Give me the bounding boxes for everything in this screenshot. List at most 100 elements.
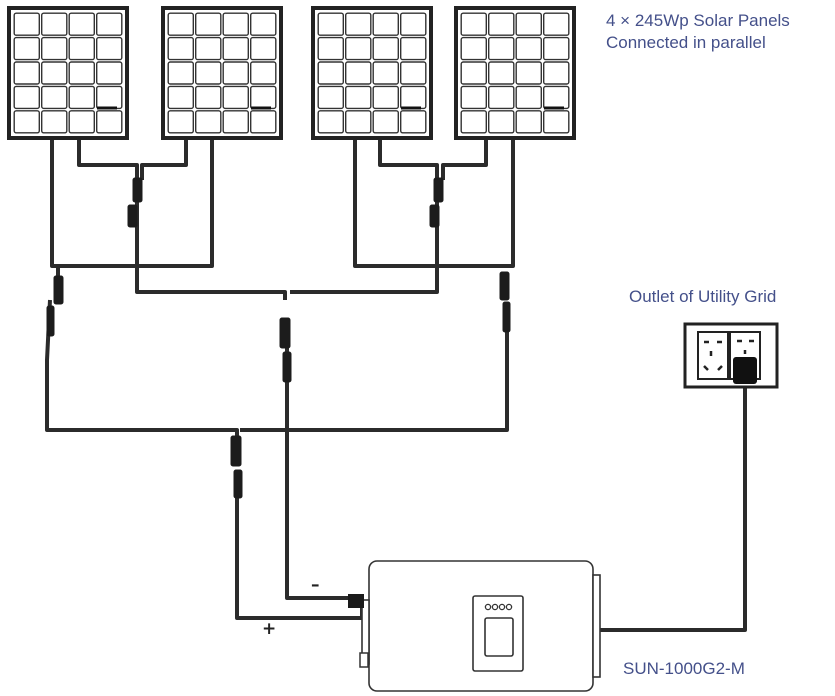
solar-panel-4	[454, 6, 576, 140]
mc4-connector	[127, 204, 138, 228]
mc4-connector	[132, 177, 143, 203]
left-trunk	[45, 299, 239, 440]
solar-cell	[222, 36, 249, 61]
solar-cell	[68, 110, 95, 134]
solar-cell	[249, 85, 277, 110]
inverter-bracket-right	[592, 574, 601, 678]
solar-panel-3	[311, 6, 433, 140]
solar-cell	[400, 110, 427, 134]
solar-cell	[515, 12, 543, 36]
solar-cell	[317, 110, 345, 134]
solar-cell	[249, 110, 277, 134]
solar-cell	[460, 61, 488, 85]
status-led	[498, 603, 506, 611]
solar-cell	[515, 61, 543, 85]
socket-holes-icon	[737, 339, 754, 354]
status-led	[484, 603, 492, 611]
solar-cell	[249, 12, 277, 36]
solar-cell	[372, 12, 400, 36]
right-trunk	[240, 315, 509, 432]
solar-cell	[167, 110, 194, 134]
outlet-socket-left	[697, 331, 729, 380]
mc4-connector	[53, 275, 64, 305]
solar-cell	[194, 61, 222, 85]
panel3-right-lead	[378, 140, 439, 180]
solar-cell	[95, 12, 123, 36]
solar-cell	[194, 12, 222, 36]
solar-cell	[194, 36, 222, 61]
socket-holes-icon	[703, 340, 723, 371]
solar-cell	[400, 85, 427, 110]
dc-wiring	[45, 140, 747, 632]
solar-cell	[41, 12, 68, 36]
solar-cell	[460, 85, 488, 110]
negative-cable	[285, 440, 360, 600]
solar-cell	[68, 85, 95, 110]
solar-cell	[167, 36, 194, 61]
solar-cell	[400, 36, 427, 61]
solar-cell	[68, 12, 95, 36]
solar-panel-2	[161, 6, 283, 140]
solar-cell	[222, 85, 249, 110]
solar-cell	[400, 12, 427, 36]
mc4-connector	[282, 351, 292, 383]
positive-polarity-label: +	[262, 619, 277, 639]
solar-cell	[167, 12, 194, 36]
solar-cell	[41, 85, 68, 110]
solar-cell	[372, 36, 400, 61]
mc4-connector	[233, 469, 243, 499]
solar-cell	[488, 85, 515, 110]
solar-cell	[68, 36, 95, 61]
grid-outlet-caption: Outlet of Utility Grid	[629, 287, 777, 306]
solar-cell	[41, 36, 68, 61]
mc4-connector	[279, 317, 291, 349]
solar-cell	[95, 36, 123, 61]
solar-cell	[167, 85, 194, 110]
solar-cell	[222, 110, 249, 134]
negative-polarity-label: –	[311, 575, 320, 595]
solar-cell	[488, 61, 515, 85]
mc4-connector	[499, 271, 510, 301]
solar-cell	[488, 110, 515, 134]
solar-cell	[167, 61, 194, 85]
solar-cell	[345, 61, 372, 85]
panels-caption-line2: Connected in parallel	[606, 33, 766, 52]
inverter-model-caption: SUN-1000G2-M	[623, 659, 745, 678]
solar-cell	[222, 12, 249, 36]
mc4-connector	[433, 177, 444, 203]
solar-cell	[68, 61, 95, 85]
solar-cell	[13, 61, 41, 85]
solar-cell	[249, 36, 277, 61]
solar-cell	[13, 12, 41, 36]
panel2-left-lead	[140, 140, 188, 180]
panel4-left-lead	[441, 140, 488, 180]
solar-cell	[41, 110, 68, 134]
solar-cell	[372, 61, 400, 85]
solar-cell	[400, 61, 427, 85]
solar-cell	[543, 61, 570, 85]
solar-cell	[460, 36, 488, 61]
panel1-right-lead	[77, 140, 139, 180]
solar-cell	[488, 12, 515, 36]
solar-cell	[194, 85, 222, 110]
inverter-display	[484, 617, 514, 657]
inverter-sun-1000g2-m	[348, 560, 601, 692]
panel4-right-lead	[503, 140, 515, 268]
solar-cell	[345, 12, 372, 36]
status-led	[491, 603, 499, 611]
panel3-left-lead	[353, 140, 503, 268]
ac-plug	[733, 357, 757, 384]
panel2-right-lead	[62, 140, 214, 268]
solar-cell	[41, 61, 68, 85]
status-led	[505, 603, 513, 611]
solar-cell	[317, 85, 345, 110]
pair-a-branch	[135, 290, 287, 300]
mc4-connectors	[46, 177, 511, 499]
solar-cell	[345, 110, 372, 134]
pair-b-common	[290, 195, 439, 294]
solar-panels	[7, 6, 576, 140]
solar-cell	[543, 36, 570, 61]
solar-cell	[515, 85, 543, 110]
solar-panel-1	[7, 6, 129, 140]
